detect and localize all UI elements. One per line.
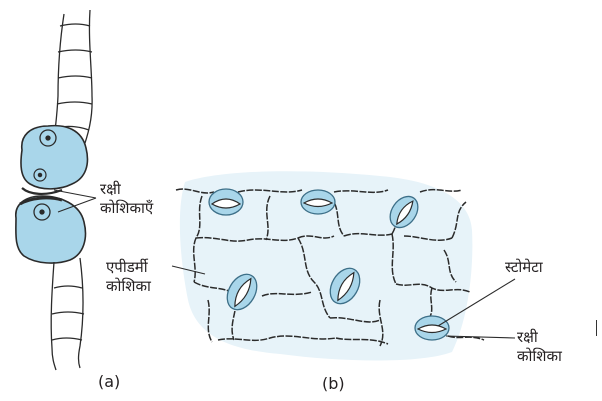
panel-a-caption: (a): [98, 372, 120, 391]
page-edge-mark: [596, 320, 597, 336]
epidermal-cell-label-line2: कोशिका: [106, 277, 151, 296]
upper-guard-cell: [21, 126, 88, 189]
panel-a-side-view: [16, 10, 92, 370]
stoma-2: [301, 190, 335, 214]
guard-cells-label-line1: रक्षी: [100, 180, 153, 199]
lower-epidermal-column: [51, 258, 84, 370]
stoma-6: [415, 316, 449, 340]
epidermal-cell-label: एपीडर्मी कोशिका: [106, 258, 151, 296]
guard-cell-label-line2: कोशिका: [517, 347, 562, 366]
stoma-1: [209, 189, 243, 215]
stomata-label: स्टोमेटा: [505, 258, 543, 277]
panel-b-caption: (b): [322, 374, 345, 393]
panel-b-surface-view: [172, 171, 515, 360]
epidermal-cell-label-line1: एपीडर्मी: [106, 258, 151, 277]
guard-cells-label-line2: कोशिकाएँ: [100, 199, 153, 218]
guard-cells-label: रक्षी कोशिकाएँ: [100, 180, 153, 218]
guard-cell-label-line1: रक्षी: [517, 328, 562, 347]
guard-cell-label: रक्षी कोशिका: [517, 328, 562, 366]
